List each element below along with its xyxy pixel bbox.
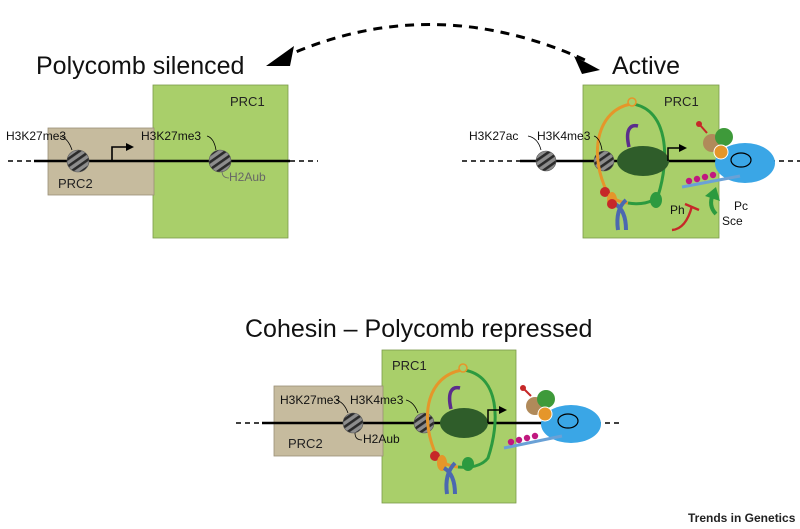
pol2-complex [617,146,669,176]
title-active: Active [612,52,680,80]
cohesin-ring-green [627,102,667,206]
tss-arrow-icon [499,406,507,414]
prc2-label: PRC2 [288,436,323,451]
mark-h3k4me3: H3K4me3 [537,129,591,143]
mark-h3k27ac: H3K27ac [469,129,518,143]
panel-polycomb-silenced: PRC1 PRC2 H3K27me3 H3K27me3 H2Aub [6,84,318,239]
pc-label: Pc [734,199,748,213]
pol2-complex [440,408,488,438]
mark-h3k27me3-right: H3K27me3 [141,129,201,143]
nucleosome [342,412,364,434]
activation-arrow-icon [705,187,720,201]
title-polycomb-silenced: Polycomb silenced [36,52,244,80]
panel-cohesin-polycomb-repressed: PRC1 PRC2 [236,349,622,504]
ph-label: Ph [670,203,685,217]
green-subunit [537,390,555,408]
mark-h2aub: H2Aub [363,432,400,446]
tss-arrow-icon [679,144,687,152]
prc2-box [273,385,384,457]
sce-label: Sce [722,214,743,228]
nucleosome [535,150,557,172]
purple-factor [625,123,639,148]
journal-credit: Trends in Genetics [688,511,796,525]
mark-h3k27me3-left: H3K27me3 [6,129,66,143]
mark-h3k27me3: H3K27me3 [280,393,340,407]
prc1-label: PRC1 [230,94,265,109]
transition-arrow [266,23,600,74]
tss-arrow-icon [126,143,134,151]
prc1-label: PRC1 [664,94,699,109]
prc2-label: PRC2 [58,176,93,191]
prc1-label: PRC1 [392,358,427,373]
green-subunit [715,128,733,146]
nucleosome [66,149,90,173]
nucleosome [413,412,435,434]
mark-h2aub: H2Aub [229,170,266,184]
panel-active: PRC1 [462,84,800,239]
nucleosome [208,149,232,173]
title-cohesin-polycomb-repressed: Cohesin – Polycomb repressed [245,315,592,343]
purple-factor [447,385,461,410]
mark-h3k4me3: H3K4me3 [350,393,404,407]
